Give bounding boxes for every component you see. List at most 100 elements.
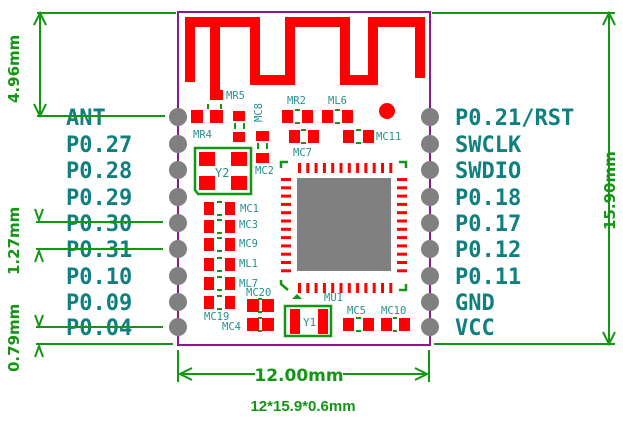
dimension-bottom-label: 0.79mm <box>5 304 23 372</box>
svg-text:MC8: MC8 <box>253 103 265 122</box>
right-pin-labels: P0.21/RSTSWCLKSWDIOP0.18P0.17P0.12P0.11G… <box>455 106 574 341</box>
chip-pin-left <box>281 227 291 231</box>
component-mc19: MC19 <box>204 295 235 323</box>
left-pin-label: P0.10 <box>66 265 132 290</box>
right-pin-pad <box>421 267 439 285</box>
chip-pin-bottom <box>306 283 310 293</box>
chip-pin-top <box>306 163 310 173</box>
chip-pin-right <box>397 194 407 198</box>
left-pin-label: P0.31 <box>66 238 132 263</box>
right-pin-pad <box>421 293 439 311</box>
chip-thermal-pad <box>297 178 391 271</box>
chip-pin-left <box>281 269 291 273</box>
right-pin-pad <box>421 318 439 336</box>
left-pin-pads <box>169 108 187 336</box>
chip-pin-right <box>397 236 407 240</box>
dimension-height-label: 15.90mm <box>601 151 619 230</box>
chip-pin-right <box>397 244 407 248</box>
svg-text:MC2: MC2 <box>255 165 274 177</box>
chip-pin-bottom <box>372 283 376 293</box>
component-ml6: ML6 <box>322 95 353 124</box>
right-pin-pad <box>421 161 439 179</box>
chip-pin-top <box>356 163 360 173</box>
fiducial-mark <box>379 103 395 119</box>
component-ml7: ML7 <box>204 276 258 291</box>
left-pin-pad <box>169 108 187 126</box>
left-pin-pad <box>169 293 187 311</box>
svg-text:MC10: MC10 <box>381 305 406 317</box>
component-mc8: MC8 <box>233 103 265 142</box>
svg-text:MC11: MC11 <box>376 131 401 143</box>
component-mc5: MC5 <box>343 305 374 332</box>
left-pin-pad <box>169 135 187 153</box>
chip-pin-left <box>281 186 291 190</box>
chip-pin-right <box>397 178 407 181</box>
dimension-pitch-label: 1.27mm <box>5 207 23 275</box>
chip-pin-right <box>397 202 407 206</box>
component-mc20: MC20 <box>246 287 274 313</box>
right-pin-label: P0.18 <box>455 186 521 211</box>
right-pin-label: P0.12 <box>455 238 521 263</box>
chip-pin-left <box>281 178 291 181</box>
component-mc3: MC3 <box>204 219 258 234</box>
component-mc1: MC1 <box>204 201 259 216</box>
right-pin-pads <box>421 108 439 336</box>
chip-pin-bottom <box>314 283 318 293</box>
left-pin-label: P0.30 <box>66 212 132 237</box>
right-pin-label: SWCLK <box>455 133 522 158</box>
chip-pin-top <box>331 163 335 173</box>
dimension-antenna <box>33 10 176 119</box>
chip-pin-left <box>281 236 291 240</box>
svg-text:MC20: MC20 <box>246 287 271 299</box>
svg-text:ML7: ML7 <box>239 278 258 290</box>
dimension-height <box>432 10 616 347</box>
svg-text:MC5: MC5 <box>347 305 366 317</box>
right-pin-pad <box>421 240 439 258</box>
chip-pin-left <box>281 202 291 206</box>
component-mc9: MC9 <box>204 237 258 252</box>
right-pin-label: VCC <box>455 316 495 341</box>
left-pin-pad <box>169 267 187 285</box>
dimension-width <box>177 350 430 382</box>
left-pin-label: P0.28 <box>66 159 132 184</box>
chip-pin-bottom <box>339 283 343 293</box>
right-pin-label: P0.17 <box>455 212 521 237</box>
chip-pin-bottom <box>364 283 368 293</box>
chip-pin-bottom <box>347 283 351 293</box>
svg-text:MR5: MR5 <box>226 90 245 102</box>
chip-pin-right <box>397 219 407 223</box>
right-pin-pad <box>421 108 439 126</box>
right-pin-label: P0.21/RST <box>455 106 574 131</box>
component-mu1: MU1 <box>279 160 408 304</box>
left-pin-label: P0.29 <box>66 186 132 211</box>
svg-text:ML6: ML6 <box>328 95 347 107</box>
svg-text:MR4: MR4 <box>193 129 212 141</box>
component-mr5: MR5 <box>210 90 245 102</box>
left-pin-label: ANT <box>66 106 106 131</box>
chip-pin-bottom <box>322 283 326 293</box>
svg-text:MC9: MC9 <box>239 238 258 250</box>
chip-pin-top <box>389 163 393 173</box>
component-ml1: ML1 <box>204 257 258 272</box>
chip-pin-top <box>372 163 376 173</box>
chip-pin-right <box>397 211 407 215</box>
component-mc10: MC10 <box>381 305 410 332</box>
svg-text:Y1: Y1 <box>303 316 316 329</box>
svg-text:MC4: MC4 <box>222 321 241 333</box>
right-pin-label: GND <box>455 291 495 316</box>
chip-pin-right <box>397 227 407 231</box>
chip-pin-right <box>397 186 407 190</box>
svg-text:MC3: MC3 <box>239 219 258 231</box>
chip-pin-top <box>314 163 318 173</box>
chip-pin-top <box>322 163 326 173</box>
left-pin-pad <box>169 214 187 232</box>
component-y1: Y1 <box>283 304 333 338</box>
component-y2: Y2 <box>193 146 253 196</box>
chip-pin-left <box>281 244 291 248</box>
module-size-caption: 12*15.9*0.6mm <box>250 398 355 415</box>
right-pin-pad <box>421 135 439 153</box>
chip-pin-top <box>339 163 343 173</box>
left-pin-pad <box>169 188 187 206</box>
chip-pin-left <box>281 194 291 198</box>
